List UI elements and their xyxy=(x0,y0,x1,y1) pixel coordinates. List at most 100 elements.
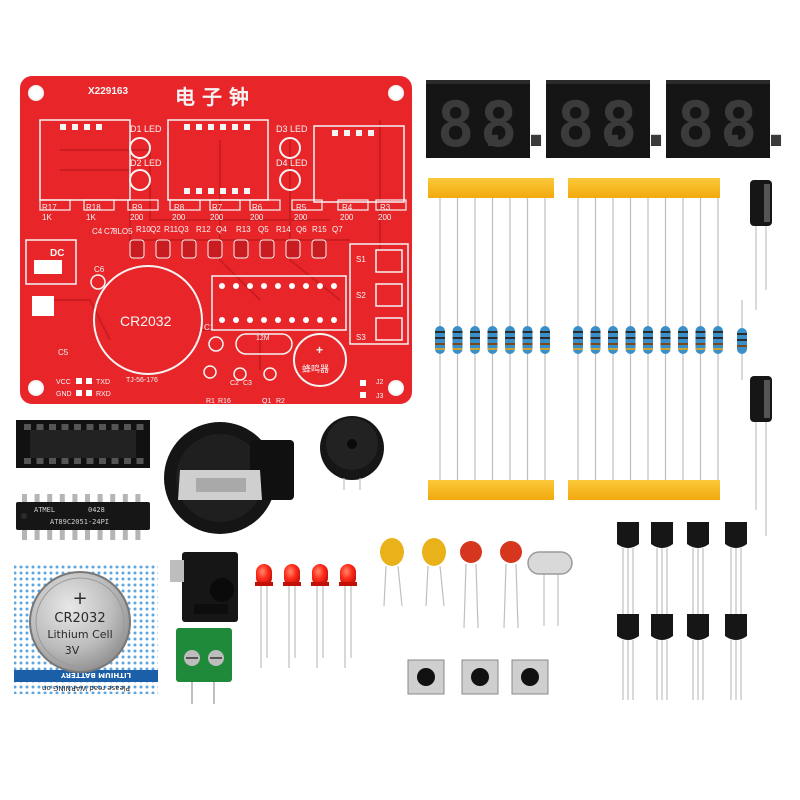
pcb-label-rxd: RXD xyxy=(96,391,111,398)
resistor xyxy=(590,326,601,354)
pcb-label-c7: C7 xyxy=(104,227,115,236)
to92-transistor xyxy=(725,614,747,700)
loose-resistor xyxy=(737,300,747,380)
pcb-label-r4: R4 xyxy=(342,203,353,212)
chip-brand: ATMEL xyxy=(34,506,55,514)
chip-part-number: AT89C2051-24PI xyxy=(50,518,109,526)
resistor xyxy=(573,326,583,354)
pcb-value-r17: 1K xyxy=(42,213,52,222)
coin-cell-band-text: LITHIUM BATTERY xyxy=(60,671,131,679)
pcb-label-8lo5: 8LO5 xyxy=(113,227,133,236)
resistor xyxy=(625,326,636,354)
chip-date-code: 0428 xyxy=(88,506,105,514)
tact-switches xyxy=(407,659,549,695)
pcb-label-q3: Q3 xyxy=(178,225,189,234)
pcb-label-d2: D2 LED xyxy=(130,158,162,168)
transistor-set xyxy=(617,522,747,700)
pcb-code: X229163 xyxy=(88,86,128,97)
led-set xyxy=(255,564,357,668)
pcb-label-c2: C2 xyxy=(230,380,239,387)
pcb-label-j2: J2 xyxy=(376,379,384,386)
to92-transistor xyxy=(617,522,639,618)
to92-transistor xyxy=(687,522,709,618)
pcb-label-gnd: GND xyxy=(56,391,72,398)
dc-power-jack xyxy=(170,552,238,622)
pcb-value-r4: 200 xyxy=(340,213,354,222)
resistor xyxy=(470,326,480,354)
resistor xyxy=(608,326,618,354)
pcb-label-c6: C6 xyxy=(94,265,105,274)
display-digit: 8. xyxy=(677,88,752,161)
pcb-label-r10: R10 xyxy=(136,225,151,234)
pcb-label-q6: Q6 xyxy=(296,225,307,234)
display-module-3: 8. 8. xyxy=(666,80,795,161)
resistor xyxy=(540,326,550,354)
pcb-label-q4: Q4 xyxy=(216,225,227,234)
svg-text:+: + xyxy=(316,343,323,357)
yellow-ceramic-capacitor xyxy=(422,538,446,607)
coin-cell-warning: Please read WARNING on xyxy=(42,684,130,692)
microcontroller-chip: ATMEL 0428 AT89C2051-24PI xyxy=(16,494,150,540)
tact-switch xyxy=(407,659,445,695)
display-digit: 8. xyxy=(720,88,795,161)
display-module-2: 8. 8. xyxy=(546,80,675,161)
pcb-holder-label: TJ-56-176 xyxy=(126,377,158,384)
red-led xyxy=(255,564,273,668)
resistor xyxy=(435,326,445,354)
pcb-value-r8: 200 xyxy=(172,213,186,222)
display-digit: 8. xyxy=(480,88,555,161)
pcb-label-q2: Q2 xyxy=(150,225,161,234)
pcb-value-r18: 1K xyxy=(86,213,96,222)
pcb-label-crystal: 12M xyxy=(256,335,270,342)
pcb-label-q1: Q1 xyxy=(262,398,271,405)
coin-battery-holder xyxy=(164,422,294,534)
pcb-label-s1: S1 xyxy=(356,255,366,264)
pcb-label-j3: J3 xyxy=(376,393,384,400)
to92-transistor xyxy=(725,522,747,618)
pcb-label-r12: R12 xyxy=(196,225,211,234)
pcb-label-r3: R3 xyxy=(380,203,391,212)
pcb-buzzer-label: 蜂鸣器 xyxy=(302,363,329,374)
pcb-label-r5: R5 xyxy=(296,203,307,212)
display-digit: 8. xyxy=(600,88,675,161)
pcb-label-d4: D4 LED xyxy=(276,158,308,168)
pcb-label-s2: S2 xyxy=(356,291,366,300)
electrolytic-capacitor xyxy=(750,180,772,310)
pcb-label-dc: DC xyxy=(50,248,64,259)
tact-switch xyxy=(511,659,549,695)
crystal-oscillator xyxy=(527,551,573,626)
pcb-label-r1: R1 xyxy=(206,398,215,405)
coin-cell-model: CR2032 xyxy=(54,611,105,626)
pcb-battery-label: CR2032 xyxy=(120,313,172,329)
tact-switch xyxy=(461,659,499,695)
pcb-label-q5: Q5 xyxy=(258,225,269,234)
pcb-label-d1: D1 LED xyxy=(130,124,162,134)
display-digit: 8. xyxy=(437,88,512,161)
electrolytic-capacitor xyxy=(750,376,772,536)
to92-transistor xyxy=(651,614,673,700)
pcb-value-r9: 200 xyxy=(130,213,144,222)
red-led xyxy=(283,564,301,668)
resistor xyxy=(505,326,515,354)
pcb-label-r9: R9 xyxy=(132,203,143,212)
to92-transistor xyxy=(651,522,673,618)
buzzer xyxy=(320,416,384,490)
pcb-label-c5: C5 xyxy=(58,348,69,357)
pcb-label-r8: R8 xyxy=(174,203,185,212)
resistor xyxy=(713,326,723,354)
pcb-label-vcc: VCC xyxy=(56,379,71,386)
resistor xyxy=(660,326,671,354)
display-module-1: 8. 8. xyxy=(426,80,555,161)
to92-transistor xyxy=(617,614,639,700)
pcb-label-r13: R13 xyxy=(236,225,251,234)
pcb-label-r6: R6 xyxy=(252,203,263,212)
pcb-label-r15: R15 xyxy=(312,225,327,234)
pcb-label-txd: TXD xyxy=(96,379,110,386)
coin-cell-type: Lithium Cell xyxy=(47,628,112,641)
resistor-strip-right xyxy=(568,178,723,500)
svg-text:+: + xyxy=(72,588,87,609)
display-digit: 8. xyxy=(557,88,632,161)
pcb-label-q7: Q7 xyxy=(332,225,343,234)
pcb-label-r16: R16 xyxy=(218,398,231,405)
